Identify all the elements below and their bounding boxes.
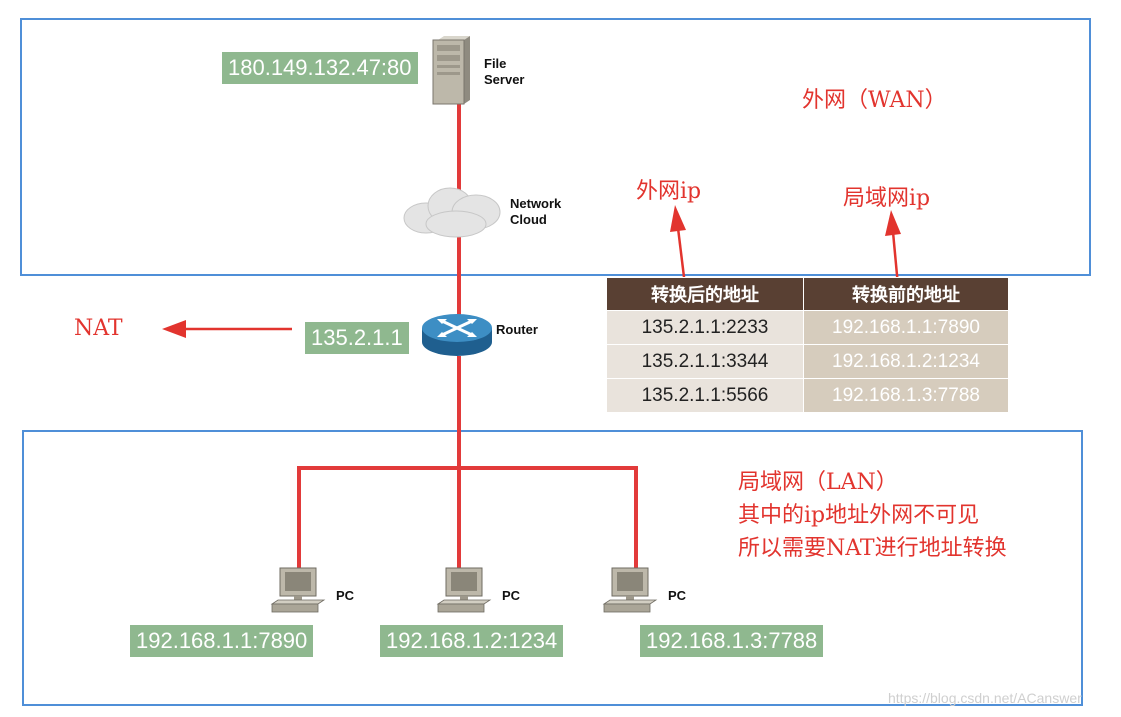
nat-table: 转换后的地址 转换前的地址 135.2.1.1:2233 192.168.1.1… [606,277,1009,413]
nat-table-header-before: 转换前的地址 [803,277,1009,311]
pc-icon [436,566,492,616]
watermark: https://blog.csdn.net/ACanswer [888,690,1082,706]
nat-table-cell: 135.2.1.1:2233 [606,310,804,345]
pc-label: PC [502,588,521,603]
file-server-label-line2: Server [484,72,525,87]
file-server-label-line1: File [484,56,507,71]
wan-ip-arrow-head [670,205,686,232]
nat-label: NAT [74,316,123,341]
pc-ip: 192.168.1.2:1234 [380,625,564,657]
nat-table-cell: 192.168.1.1:7890 [803,310,1009,345]
nat-table-cell: 135.2.1.1:3344 [606,344,804,379]
nat-arrow-head [162,320,186,338]
network-cloud-label: Network Cloud [510,196,561,228]
lan-ip-arrow-head [885,210,901,236]
pc2-drop-link [457,466,461,572]
pc-label: PC [668,588,687,603]
nat-table-row: 135.2.1.1:2233 192.168.1.1:7890 [606,310,1009,345]
nat-table-cell: 192.168.1.3:7788 [803,378,1009,413]
lan-description-line2: 其中的ip地址外网不可见 [738,503,980,528]
network-cloud-icon [400,182,506,240]
wan-label: 外网（WAN） [802,88,947,113]
network-cloud-label-line1: Network [510,196,562,211]
nat-table-cell: 135.2.1.1:5566 [606,378,804,413]
network-cloud-label-line2: Cloud [510,212,547,227]
pc1-drop-link [297,466,301,572]
lan-zone [22,430,1083,706]
pc3-drop-link [634,466,638,572]
lan-description-line3: 所以需要NAT进行地址转换 [738,536,1007,561]
nat-table-row: 135.2.1.1:5566 192.168.1.3:7788 [606,378,1009,413]
pc-icon [602,566,658,616]
nat-table-row: 135.2.1.1:3344 192.168.1.2:1234 [606,344,1009,379]
lan-description: 局域网（LAN） 其中的ip地址外网不可见 所以需要NAT进行地址转换 [738,466,1007,565]
lan-description-line1: 局域网（LAN） [738,470,898,495]
nat-table-cell: 192.168.1.2:1234 [803,344,1009,379]
router-label: Router [496,322,538,337]
router-lan-link [457,356,461,468]
pc-icon [270,566,326,616]
wan-zone [20,18,1091,276]
pc-label: PC [336,588,355,603]
nat-table-header-row: 转换后的地址 转换前的地址 [606,277,1009,311]
file-server-icon [430,36,474,106]
nat-table-header-after: 转换后的地址 [606,277,804,311]
file-server-label: File Server [484,56,524,88]
pc-ip: 192.168.1.1:7890 [130,625,314,657]
server-ip: 180.149.132.47:80 [222,52,418,84]
router-ip: 135.2.1.1 [305,322,409,354]
lan-ip-annotation: 局域网ip [843,186,931,211]
pc-ip: 192.168.1.3:7788 [640,625,824,657]
router-icon [420,310,494,360]
lan-bus-link [297,466,637,470]
wan-ip-annotation: 外网ip [636,179,702,204]
